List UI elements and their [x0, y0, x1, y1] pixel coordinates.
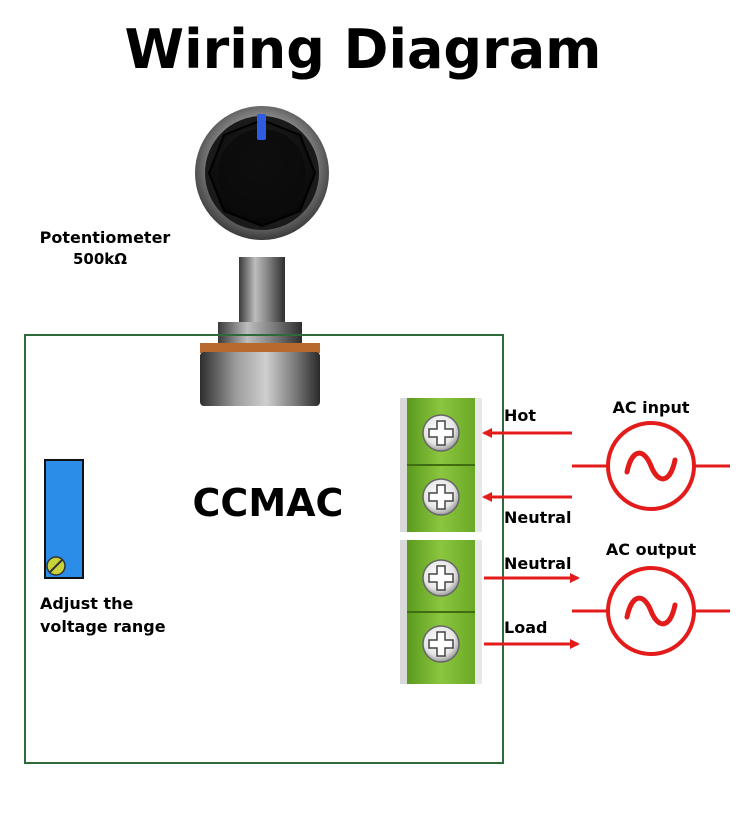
board-name: CCMAC: [193, 481, 344, 525]
ac-input-source-icon: [572, 421, 730, 511]
terminal-label-neutral-out: Neutral: [504, 554, 571, 573]
terminal-screw-neutral-out-icon[interactable]: [422, 559, 460, 597]
potentiometer-value: 500kΩ: [73, 250, 127, 268]
potentiometer-body: [200, 343, 320, 406]
board-outline: [24, 334, 504, 764]
terminal-label-load: Load: [504, 618, 547, 637]
page-title: Wiring Diagram: [125, 18, 602, 81]
potentiometer-label: Potentiometer: [40, 228, 171, 247]
ac-output-label: AC output: [606, 540, 697, 559]
trimmer-potentiometer[interactable]: [44, 459, 84, 579]
terminal-label-hot: Hot: [504, 406, 536, 425]
potentiometer-shaft: [218, 257, 302, 344]
potentiometer-knob: [195, 106, 329, 240]
terminal-screw-load-icon[interactable]: [422, 625, 460, 663]
terminal-screw-neutral-in-icon[interactable]: [422, 478, 460, 516]
trimmer-label-line1: Adjust the: [40, 594, 133, 613]
terminal-label-neutral-in: Neutral: [504, 508, 571, 527]
terminal-screw-hot-icon[interactable]: [422, 414, 460, 452]
trimmer-label-line2: voltage range: [40, 617, 166, 636]
knob-marker: [257, 114, 266, 140]
ac-output-source-icon: [572, 566, 730, 656]
ac-input-label: AC input: [612, 398, 689, 417]
